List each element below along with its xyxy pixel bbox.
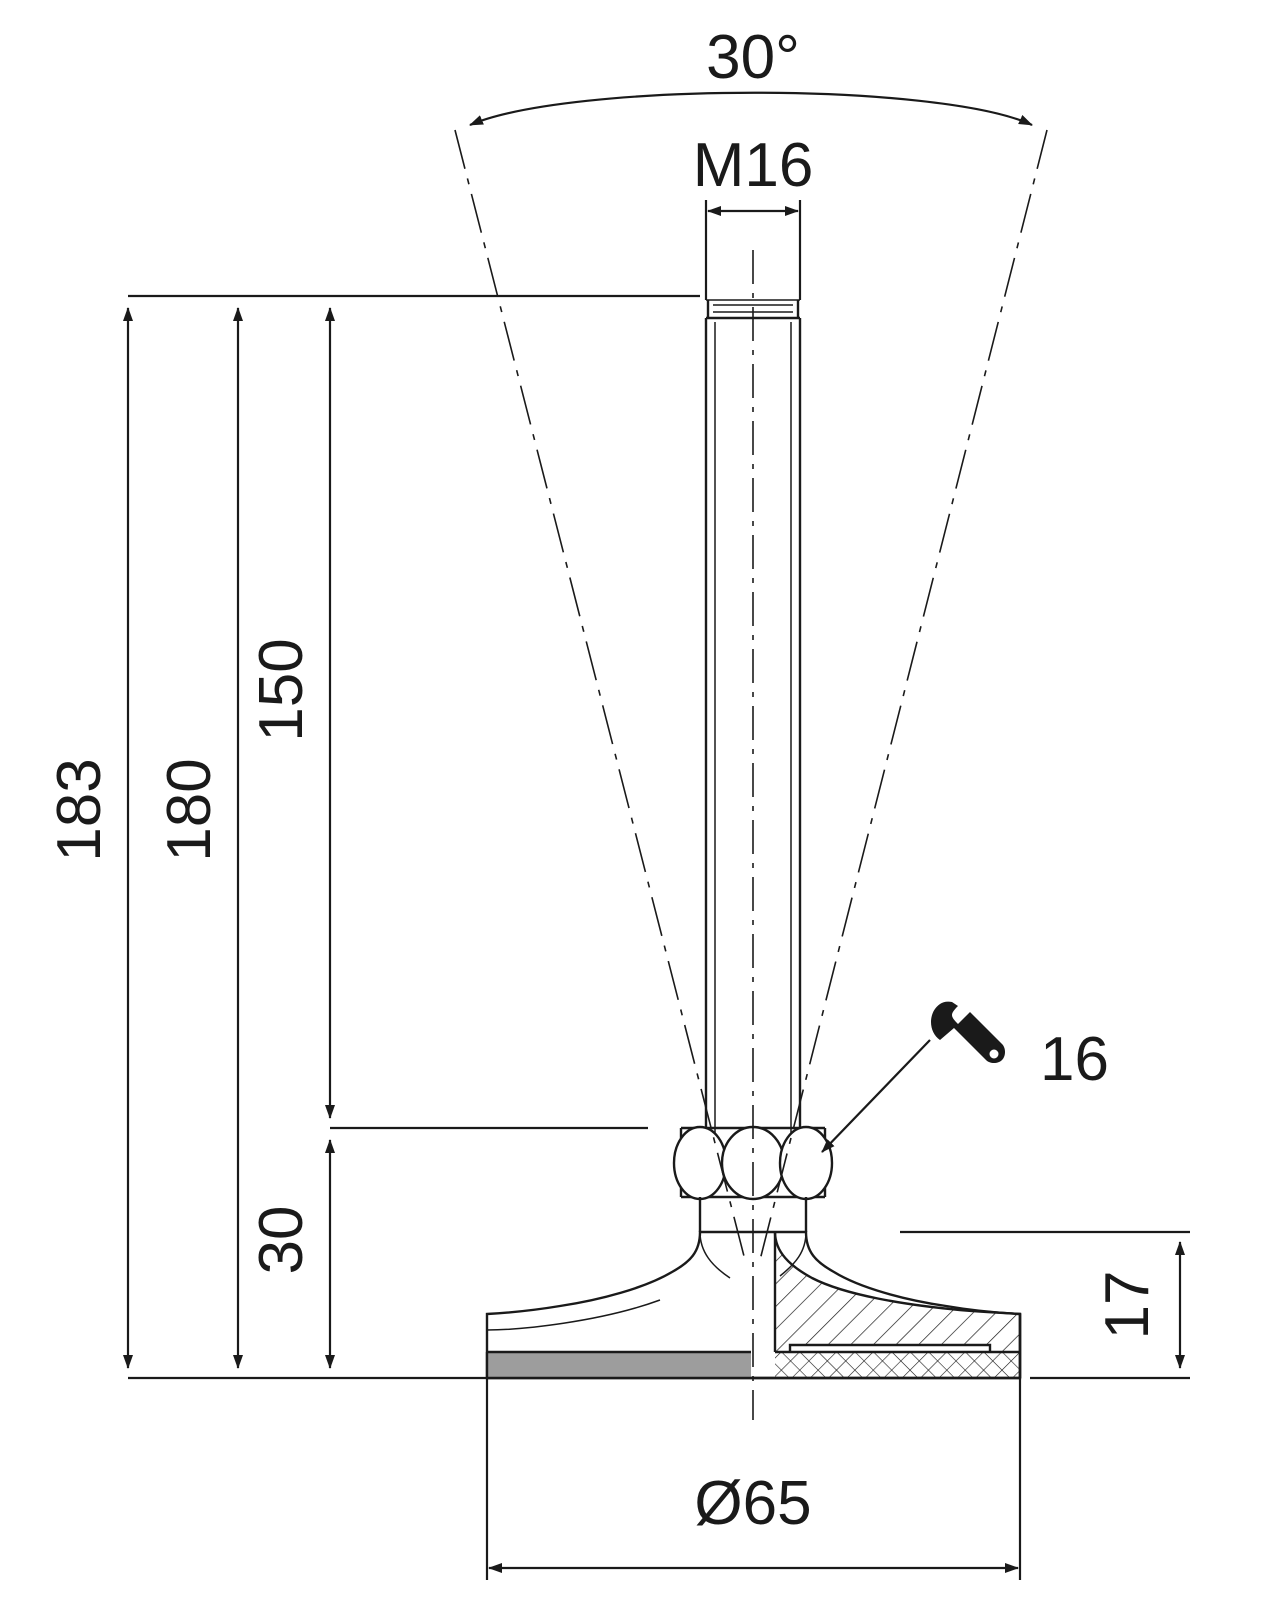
height-dimension-17-label: 17 <box>1093 1271 1162 1340</box>
height-dimension-150: 150 <box>247 307 648 1130</box>
angle-dimension-30: 30° <box>454 23 1048 1261</box>
diameter-dimension-label: Ø65 <box>694 1469 811 1538</box>
thread-dimension-m16: M16 <box>693 131 814 300</box>
diameter-dimension-65: Ø65 <box>485 1378 1022 1580</box>
height-dimension-183-label: 183 <box>45 758 114 861</box>
height-dimension-180: 180 <box>155 307 243 1369</box>
height-dimension-30: 30 <box>247 1139 335 1369</box>
neck <box>698 1197 808 1232</box>
height-dimension-30-label: 30 <box>247 1206 316 1275</box>
angle-dimension-label: 30° <box>706 23 800 92</box>
wrench-icon <box>931 1001 1005 1063</box>
wrench-callout: 16 <box>821 1001 1109 1153</box>
height-dimension-150-label: 150 <box>247 638 316 741</box>
thread-dimension-label: M16 <box>693 131 814 200</box>
wrench-size-label: 16 <box>1040 1025 1109 1094</box>
height-dimension-180-label: 180 <box>155 758 224 861</box>
part-geometry <box>485 250 1022 1420</box>
height-dimension-183: 183 <box>45 294 700 1380</box>
height-dimension-17: 17 <box>900 1230 1190 1380</box>
